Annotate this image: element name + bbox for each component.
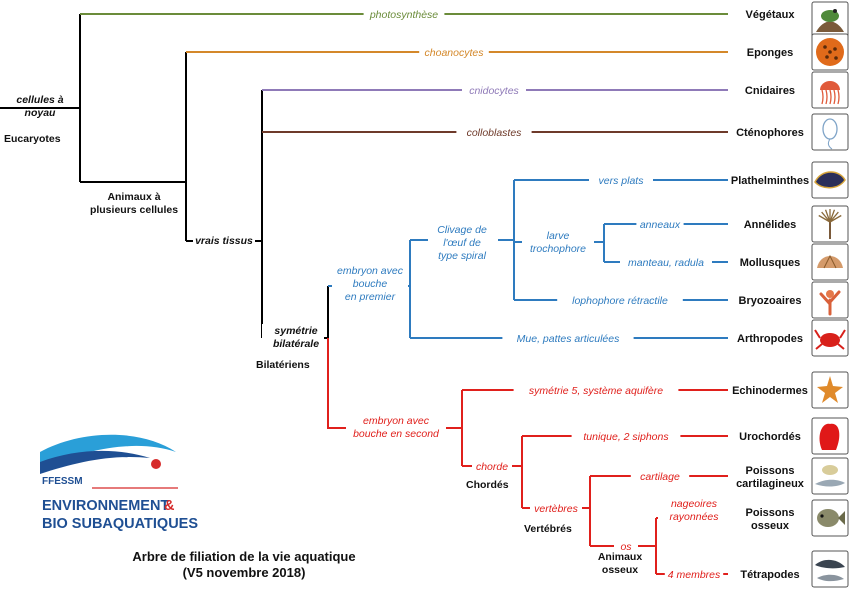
taxon-annelides: Annélides xyxy=(744,219,797,231)
spiral-node-label: Clivage de l'œuf de type spiral xyxy=(428,222,498,262)
logo-amp: & xyxy=(164,498,175,514)
root-trait-line2: noyau xyxy=(25,107,57,119)
tunicate-icon xyxy=(811,417,849,455)
trait-annelides: anneaux xyxy=(640,219,681,231)
comb-jelly-icon xyxy=(811,113,849,151)
bony-fish-icon xyxy=(811,499,849,537)
starfish-icon xyxy=(811,371,849,409)
logo-line1: ENVIRONNEMENT xyxy=(42,498,169,514)
proto-line3: en premier xyxy=(345,291,396,303)
logo-line2: BIO SUBAQUATIQUES xyxy=(42,516,198,532)
trait-tetrapodes: 4 membres xyxy=(668,569,721,581)
deutero-line1: embryon avec xyxy=(363,415,430,427)
trait-poissons-cartilagineux: cartilage xyxy=(640,471,680,483)
trocho-node-label: larve trochophore xyxy=(522,228,594,256)
spiral-line1: Clivage de xyxy=(437,224,487,236)
taxon-mollusques: Mollusques xyxy=(740,257,801,269)
trait-urochordes: tunique, 2 siphons xyxy=(583,431,669,443)
bilat-line2: bilatérale xyxy=(273,338,319,350)
taxon-poissons-cartilagineux-line1: Poissons xyxy=(746,465,795,477)
trocho-line1: larve xyxy=(547,230,570,242)
chorde-label: chorde xyxy=(476,461,508,473)
trocho-line2: trochophore xyxy=(530,243,586,255)
spiral-line2: l'œuf de xyxy=(443,237,481,249)
logo-dot-icon xyxy=(151,459,161,469)
taxon-ctenophores: Cténophores xyxy=(736,127,804,139)
deutero-node-label: embryon avec bouche en second xyxy=(346,414,446,442)
proto-line2: bouche xyxy=(353,278,388,290)
protostome-node-label: embryon avec bouche en premier xyxy=(332,264,408,304)
taxon-thumbnails xyxy=(811,1,849,588)
diagram-subtitle: (V5 novembre 2018) xyxy=(183,565,306,580)
crab-icon xyxy=(811,319,849,357)
deutero-line2: bouche en second xyxy=(353,428,440,440)
bilateriens-label: Bilatériens xyxy=(256,359,310,371)
vertebres-node-label: vertèbres xyxy=(534,503,579,515)
trait-mollusques: manteau, radula xyxy=(628,257,704,269)
trait-cnidaires: cnidocytes xyxy=(469,85,519,97)
flatworm-icon xyxy=(811,161,849,199)
root-trait-line1: cellules à xyxy=(16,94,63,106)
bryozoan-icon xyxy=(811,281,849,319)
trait-bryozoaires: lophophore rétractile xyxy=(572,295,668,307)
ffessm-logo: FFESSM ENVIRONNEMENT & BIO SUBAQUATIQUES xyxy=(40,434,198,532)
tissue-node-label: vrais tissus xyxy=(195,235,253,247)
trait-ctenophores: colloblastes xyxy=(467,127,523,139)
proto-line1: embryon avec xyxy=(337,265,404,277)
animals-label: Animaux à plusieurs cellules xyxy=(90,191,178,216)
logo-acronym: FFESSM xyxy=(42,476,83,487)
bilat-line1: symétrie xyxy=(274,325,317,337)
taxon-labels: VégétauxEpongesCnidairesCténophoresPlath… xyxy=(731,9,809,581)
taxon-cnidaires: Cnidaires xyxy=(745,85,795,97)
frog-on-plant-icon xyxy=(811,1,849,39)
os-label: os xyxy=(620,541,632,553)
shell-icon xyxy=(811,243,849,281)
bone-group-line2: osseux xyxy=(602,564,638,576)
taxon-urochordes: Urochordés xyxy=(739,431,801,443)
bone-group-line1: Animaux xyxy=(598,551,643,563)
trait-arthropodes: Mue, pattes articulées xyxy=(517,333,620,345)
jellyfish-icon xyxy=(811,71,849,109)
tubeworm-icon xyxy=(811,205,849,243)
taxon-arthropodes: Arthropodes xyxy=(737,333,803,345)
spiral-line3: type spiral xyxy=(438,250,487,262)
trait-eponges: choanocytes xyxy=(425,47,485,59)
black-branches xyxy=(0,14,329,339)
vertebres-group-label: Vertébrés xyxy=(524,523,572,535)
logo-wave-icon xyxy=(40,434,176,468)
colored-branches xyxy=(80,13,728,133)
animals-line2: plusieurs cellules xyxy=(90,204,178,216)
dolphin-icon xyxy=(811,550,849,588)
taxon-tetrapodes: Tétrapodes xyxy=(740,569,799,581)
trait-poissons-osseux-line1: nageoires xyxy=(671,498,718,510)
taxon-bryozoaires: Bryozoaires xyxy=(739,295,802,307)
animals-line1: Animaux à xyxy=(107,191,160,203)
taxon-poissons-cartilagineux-line2: cartilagineux xyxy=(736,478,805,490)
root-label: cellules à noyau Eucaryotes xyxy=(4,94,64,145)
eucaryotes-label: Eucaryotes xyxy=(4,133,61,145)
chordes-label: Chordés xyxy=(466,479,509,491)
shark-icon xyxy=(811,457,849,495)
trait-echinodermes: symétrie 5, système aquifère xyxy=(529,385,663,397)
taxon-vegetaux: Végétaux xyxy=(746,9,796,21)
taxon-eponges: Eponges xyxy=(747,47,793,59)
branch-traits: photosynthèse choanocytes cnidocytes collob… xyxy=(363,6,730,581)
taxon-plathelminthes: Plathelminthes xyxy=(731,175,809,187)
diagram-title: Arbre de filiation de la vie aquatique xyxy=(132,549,355,564)
trait-vegetaux: photosynthèse xyxy=(369,9,438,21)
taxon-poissons-osseux-line2: osseux xyxy=(751,520,790,532)
taxon-poissons-osseux-line1: Poissons xyxy=(746,507,795,519)
taxon-echinodermes: Echinodermes xyxy=(732,385,808,397)
trait-plathelminthes: vers plats xyxy=(599,175,645,187)
trait-poissons-osseux-line2: rayonnées xyxy=(669,511,719,523)
sponge-icon xyxy=(811,33,849,71)
deuterostome-branches xyxy=(327,338,728,575)
